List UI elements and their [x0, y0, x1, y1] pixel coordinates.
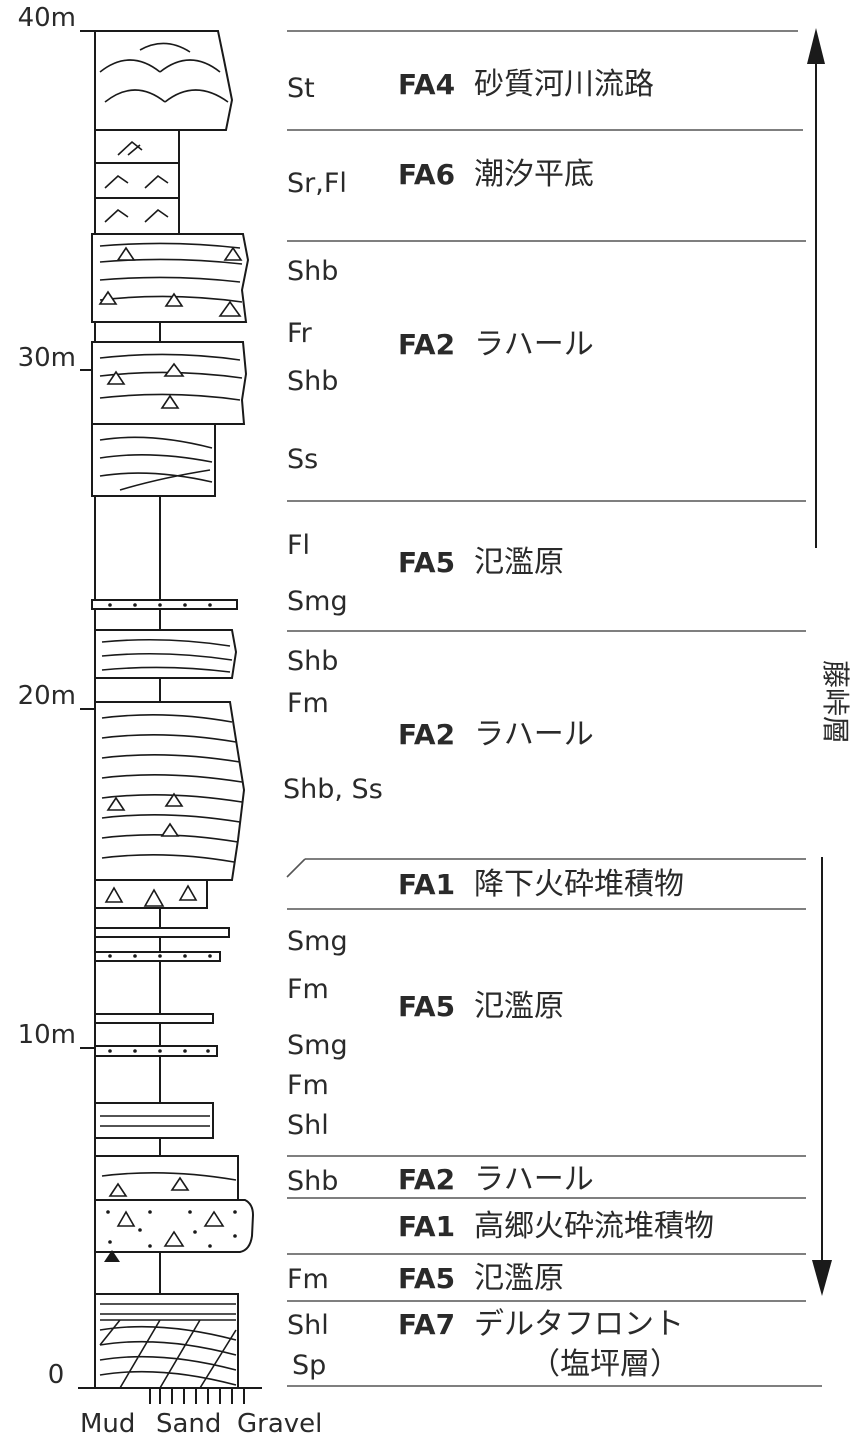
bed-sr: [94, 129, 180, 235]
facies-code: Shb: [287, 1166, 338, 1197]
fa-code: FA1: [398, 1210, 455, 1243]
bed-shb-upper-1: [91, 233, 250, 323]
facies-code: Smg: [287, 1030, 348, 1061]
bed-shb-middle-1: [94, 629, 238, 679]
depth-label-0: 0: [48, 1360, 65, 1390]
bed-shb-ss: [94, 701, 246, 881]
depth-label-30m: 30m: [18, 343, 76, 373]
grain-label-sand: Sand: [156, 1409, 221, 1439]
grain-label-gravel: Gravel: [237, 1409, 322, 1439]
facies-code: Fm: [287, 1264, 329, 1295]
bed-shl-sp: [94, 1293, 239, 1389]
facies-code: Smg: [287, 586, 348, 617]
fa-code: FA6: [398, 158, 455, 191]
depth-axis: 40m 30m 20m 10m 0: [18, 3, 96, 1390]
fa-code: FA5: [398, 546, 455, 579]
sub-formation-label: （塩坪層）: [530, 1347, 680, 1382]
arrow-up-icon: [807, 28, 825, 64]
fa-name: 氾濫原: [474, 1261, 564, 1296]
depth-label-10m: 10m: [18, 1020, 76, 1050]
fa-name: 降下火砕堆積物: [474, 867, 684, 902]
facies-code: Sp: [292, 1350, 326, 1381]
fa-name: 氾濫原: [474, 545, 564, 580]
fa-code: FA5: [398, 990, 455, 1023]
fa-code: FA1: [398, 868, 455, 901]
facies-code: Fm: [287, 974, 329, 1005]
fa-name: デルタフロント: [474, 1307, 684, 1342]
bed-fa1-tephra: [94, 879, 208, 909]
grain-size-scale: Mud Sand Gravel: [78, 1387, 322, 1439]
fa-name: 氾濫原: [474, 989, 564, 1024]
bed-shb-upper-2: [91, 341, 248, 425]
facies-code-labels: St Sr,Fl Shb Fr Shb Ss Fl Smg Shb Fm Shb…: [283, 73, 383, 1381]
fa-code: FA7: [398, 1308, 455, 1341]
bed-shl: [94, 1102, 214, 1139]
facies-code: St: [287, 73, 315, 104]
bed-ss: [91, 423, 216, 497]
grain-label-mud: Mud: [80, 1409, 135, 1439]
bed-st: [94, 30, 234, 131]
facies-code: Fm: [287, 1070, 329, 1101]
formation-arrows: 藤峠層: [807, 28, 851, 1296]
fa-code: FA2: [398, 718, 455, 751]
fa-name: ラハール: [474, 717, 594, 752]
bed-smg-thin: [91, 599, 238, 610]
facies-code: Shb, Ss: [283, 774, 383, 805]
facies-code: Shl: [287, 1310, 329, 1341]
facies-association-labels: FA4 砂質河川流路 FA6 潮汐平底 FA2 ラハール FA5 氾濫原 FA2…: [398, 67, 714, 1382]
facies-code: Fm: [287, 688, 329, 719]
formation-label: 藤峠層: [819, 660, 851, 744]
fa-name: 砂質河川流路: [474, 67, 654, 102]
beds-fa5-thin: [94, 927, 230, 1057]
facies-code: Shb: [287, 366, 338, 397]
depth-label-20m: 20m: [18, 681, 76, 711]
fa-code: FA5: [398, 1262, 455, 1295]
fa-code: FA2: [398, 1163, 455, 1196]
fa-name: ラハール: [474, 1162, 594, 1197]
facies-code: Fl: [287, 530, 310, 561]
facies-code: Fr: [287, 318, 313, 349]
fa-name: 潮汐平底: [474, 157, 594, 192]
facies-code: Shb: [287, 256, 338, 287]
bed-shb-lower: [94, 1155, 239, 1201]
facies-separators: [286, 30, 822, 1387]
facies-code: Sr,Fl: [287, 168, 347, 199]
fa-code: FA2: [398, 328, 455, 361]
bed-pyroclastic-flow: [94, 1199, 255, 1262]
depth-label-40m: 40m: [18, 3, 76, 33]
arrow-down-icon: [812, 1260, 832, 1296]
fa-code: FA4: [398, 68, 455, 101]
fa-name: 高郷火砕流堆積物: [474, 1209, 714, 1244]
facies-code: Smg: [287, 926, 348, 957]
facies-code: Shl: [287, 1110, 329, 1141]
fa-name: ラハール: [474, 327, 594, 362]
facies-code: Shb: [287, 646, 338, 677]
facies-code: Ss: [287, 444, 318, 475]
